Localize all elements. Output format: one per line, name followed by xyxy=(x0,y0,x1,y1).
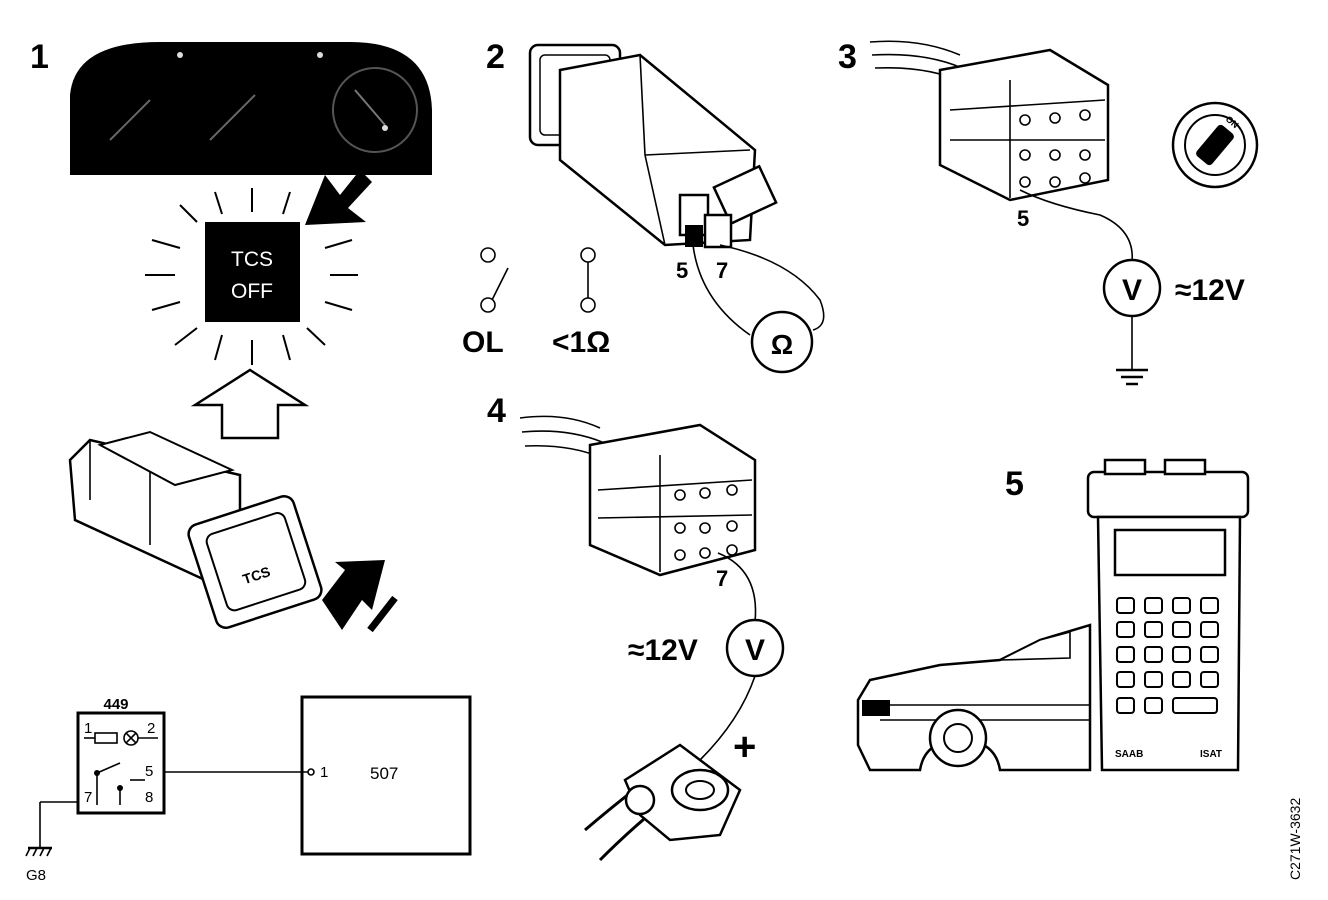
step-4: 4 7 V ≈12V + xyxy=(487,392,785,862)
module-507-box xyxy=(300,695,472,856)
pin-2-label: 2 xyxy=(147,720,155,737)
pin-7-label: 7 xyxy=(716,258,728,283)
step-2-number: 2 xyxy=(486,38,505,76)
ohmmeter-icon xyxy=(750,310,814,374)
voltmeter-lead xyxy=(1019,189,1133,263)
component-449-label: 449 xyxy=(103,696,128,713)
pin-7-label: 7 xyxy=(716,566,728,591)
reading-closed: <1Ω xyxy=(552,326,610,359)
relay-component xyxy=(528,43,778,249)
ground-label: G8 xyxy=(26,867,46,884)
pointing-arrow xyxy=(305,170,372,225)
ignition-key-icon: ON xyxy=(1171,101,1259,189)
tcs-switch: TCS xyxy=(68,430,323,630)
step-4-number: 4 xyxy=(487,392,506,430)
voltmeter-lead-bottom xyxy=(699,675,756,761)
step-5-number: 5 xyxy=(1005,465,1024,503)
ohmmeter-lead-a xyxy=(692,244,751,336)
ground-icon xyxy=(1116,316,1148,386)
circuit-diagram: 449 1 2 5 7 8 G8 xyxy=(25,695,472,884)
light-rays xyxy=(145,188,358,365)
tester-brand: SAAB xyxy=(1115,749,1143,760)
tcs-off-lamp xyxy=(205,222,300,322)
voltage-reading: ≈12V xyxy=(1175,274,1245,307)
pin-7-label: 7 xyxy=(84,789,92,806)
instrument-cluster xyxy=(70,42,432,175)
pin-5-label: 5 xyxy=(145,763,153,780)
voltmeter-symbol: V xyxy=(745,634,765,667)
closed-switch-icon xyxy=(580,247,596,313)
module-pin-label: 1 xyxy=(320,764,328,781)
connector-3 xyxy=(938,48,1110,202)
step-3-number: 3 xyxy=(838,38,857,76)
tester-screen xyxy=(1113,528,1227,577)
step-2: 2 5 7 Ω OL <1Ω xyxy=(462,38,825,374)
step-1: 1 xyxy=(25,38,472,884)
car-outline xyxy=(856,623,1092,772)
isat-tester: SAAB ISAT xyxy=(1086,458,1250,772)
connector-4 xyxy=(588,423,757,577)
figure-code: C271W-3632 xyxy=(1287,798,1303,880)
step-1-number: 1 xyxy=(30,38,49,76)
ohmmeter-lead-b xyxy=(719,244,825,331)
pin-5-label: 5 xyxy=(676,258,688,283)
voltage-reading: ≈12V xyxy=(628,634,698,667)
press-mark xyxy=(367,595,398,633)
pin-5-label: 5 xyxy=(1017,206,1029,231)
component-507-label: 507 xyxy=(370,764,398,783)
pin-1-label: 1 xyxy=(84,720,92,737)
battery-terminal xyxy=(584,743,742,862)
tester-model: ISAT xyxy=(1200,749,1222,760)
open-switch-icon xyxy=(480,247,509,313)
positive-sign: + xyxy=(733,725,756,769)
step-5: 5 SAAB ISAT xyxy=(856,458,1250,772)
lamp-text-line-1: TCS xyxy=(231,248,273,271)
voltmeter-symbol: V xyxy=(1122,274,1142,307)
step-3: 3 5 V ≈12V ON xyxy=(838,38,1259,386)
voltmeter-lead-top xyxy=(717,552,757,623)
ohmmeter-symbol: Ω xyxy=(771,329,793,360)
up-arrow xyxy=(190,368,310,440)
lamp-text-line-2: OFF xyxy=(231,280,273,303)
pin-8-label: 8 xyxy=(145,789,153,806)
press-arrow xyxy=(322,560,385,630)
relay-449-box xyxy=(76,711,166,815)
reading-open: OL xyxy=(462,326,504,359)
